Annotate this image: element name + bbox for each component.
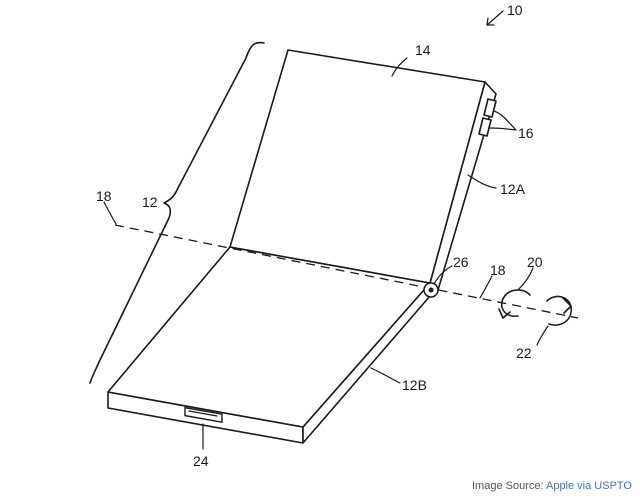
leader-18-right — [479, 275, 493, 299]
leader-10 — [486, 10, 504, 26]
leader-22 — [536, 325, 549, 346]
label-display-14: 14 — [415, 42, 431, 58]
credit-prefix: Image Source: — [471, 480, 546, 492]
connector-inner — [188, 410, 218, 417]
label-hinge-26: 26 — [453, 254, 469, 270]
rotation-arrow-22-head — [562, 297, 572, 314]
label-rotation-22: 22 — [516, 345, 532, 361]
leader-16 — [489, 110, 517, 131]
label-housing-12: 12 — [142, 194, 158, 210]
label-rotation-20: 20 — [527, 254, 543, 270]
leader-10-head — [486, 17, 495, 26]
side-button-upper — [483, 98, 497, 118]
image-credit: Image Source: Apple via USPTO — [472, 480, 632, 492]
label-lower-portion-12B: 12B — [402, 377, 427, 393]
credit-source-link[interactable]: Apple via USPTO — [545, 480, 632, 492]
hinge-inner — [428, 287, 434, 293]
housing-bracket — [89, 41, 265, 384]
folding-axis — [114, 224, 579, 319]
leader-12B — [370, 367, 401, 384]
rotation-arrow-20-head — [498, 308, 511, 319]
label-device-10: 10 — [507, 2, 523, 18]
label-connector-24: 24 — [193, 453, 209, 469]
leader-14 — [391, 57, 408, 77]
leader-18-left — [103, 201, 117, 225]
leader-12A — [467, 174, 497, 189]
label-buttons-16: 16 — [518, 125, 534, 141]
label-axis-18-left: 18 — [96, 188, 112, 204]
label-axis-18-right: 18 — [490, 262, 506, 278]
leader-26 — [433, 265, 453, 285]
leader-20 — [517, 267, 534, 291]
side-button-lower — [478, 117, 492, 137]
label-upper-portion-12A: 12A — [500, 181, 526, 197]
connector-port — [184, 406, 223, 423]
rotation-arrow-22 — [546, 295, 572, 326]
